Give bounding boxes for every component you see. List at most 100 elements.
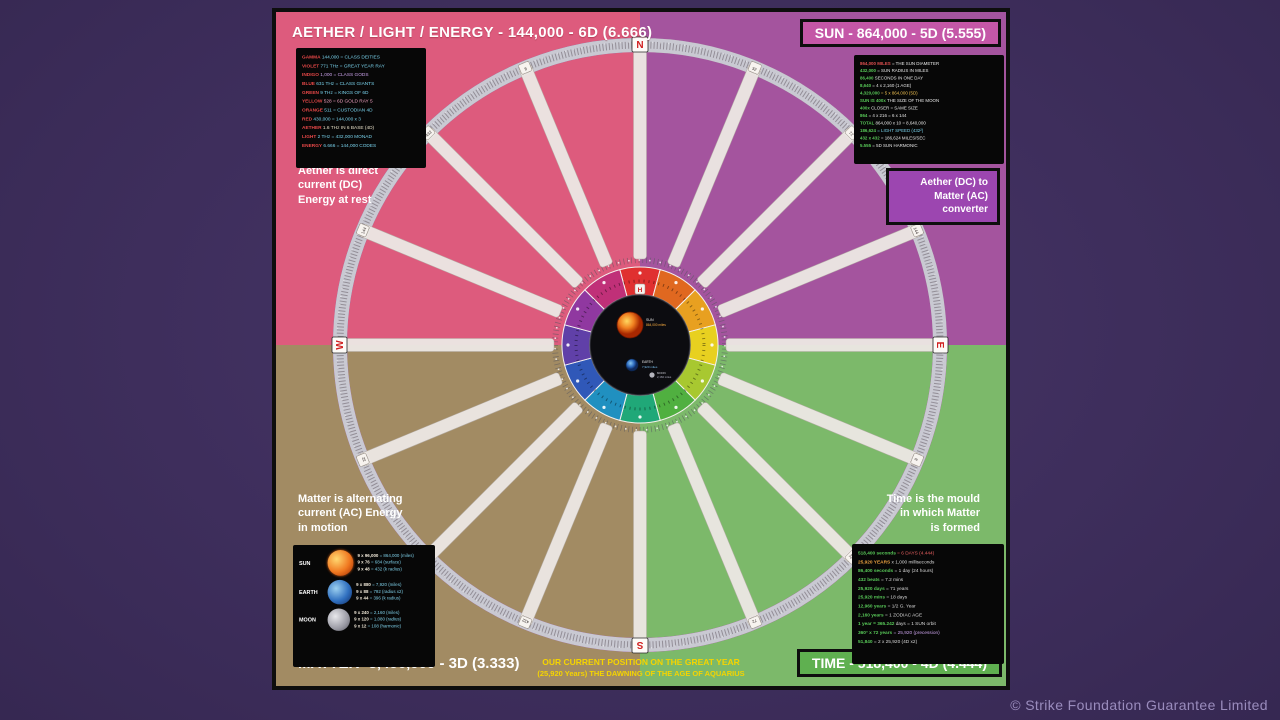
info-line: 864,000 MILES = THE SUN DIAMETER — [860, 61, 940, 67]
info-line: 864 = 4 x 216 = 6 x 144 — [860, 113, 907, 119]
cardinal-letter: S — [636, 639, 643, 650]
info-line: ORANGE 511 = CUSTODIAN 4D — [302, 108, 373, 113]
info-line: 432 x 432 = 186,624 MILES/SEC — [860, 136, 926, 141]
info-line: 1 year = 365.242 days = 1 SUN orbit — [858, 621, 936, 627]
aether-note: Aether is direct current (DC) Energy at … — [298, 165, 379, 206]
cardinal-letter: N — [636, 40, 643, 51]
spoke: 8162432486472961081442162884328641,7288 — [717, 372, 924, 467]
celestial-body-row: SUN 9 x 96,000 = 864,000 (miles)9 x 76 = … — [299, 550, 429, 576]
body-formula-line: 9 x 120 = 1,080 (radius) — [354, 616, 402, 622]
svg-text:72: 72 — [751, 618, 758, 625]
spoke: 8162432486472961081442162884328641,7288 — [518, 61, 613, 268]
info-line: GAMMA 144,000 = CLASS DEITIES — [302, 55, 380, 60]
svg-text:8: 8 — [524, 66, 529, 72]
info-line: 5.555 = 5D SUN HARMONIC — [860, 143, 918, 149]
cardinal-letter: E — [934, 342, 945, 349]
svg-text:8: 8 — [913, 457, 919, 462]
matter-note: Matter is alternating current (AC) Energ… — [298, 493, 403, 534]
spoke: 4328641,72881624324864729610814421628843… — [518, 422, 613, 629]
info-line: 86,400 seconds = 1 day (24 hours) — [858, 568, 934, 574]
time-info-box: 518,400 seconds = 6 DAYS (4.444)25,920 Y… — [852, 544, 1004, 664]
body-name: SUN — [299, 559, 311, 566]
body-formula-line: 9 x 48 = 432 (k radius) — [357, 567, 402, 572]
time-note: Time is the mould in which Matter is for… — [886, 493, 980, 534]
svg-text:EARTH: EARTH — [642, 360, 653, 364]
svg-text:32: 32 — [751, 66, 758, 73]
spoke: 72961081442162884328641,7288162432486472 — [667, 422, 762, 629]
info-line: 25,920 mins = 18 days — [858, 595, 908, 600]
info-line: 2,160 years = 1 ZODIAC AGE — [858, 612, 923, 618]
info-line: 25,920 days = 71 years — [858, 586, 909, 592]
info-line: 432 beats = 7.2 mins — [858, 577, 904, 583]
matter-bodies-box: SUN 9 x 96,000 = 864,000 (miles)9 x 76 = … — [293, 545, 435, 667]
spoke: 961081442162884328641,7288162432486472W — [331, 336, 555, 354]
body-formula-line: 9 x 44 = 396 (k radius) — [356, 596, 401, 601]
info-line: 12,960 years = 1/2 G. Year — [858, 604, 916, 609]
info-line: BLUE 631 THz = CLASS GIANTS — [302, 81, 375, 87]
spoke: 32486472961081442162884328641,7288162432 — [356, 372, 563, 467]
info-line: 51,840 = 2 x 25,920 (4D x2) — [858, 639, 918, 645]
body-formula-line: 9 x 96,000 = 864,000 (miles) — [357, 553, 414, 559]
body-name: EARTH — [299, 589, 318, 596]
great-year-line1: OUR CURRENT POSITION ON THE GREAT YEAR — [542, 656, 740, 667]
info-line: VIOLET 771 THz = GREAT YEAR RAY — [302, 63, 385, 69]
sun-icon — [327, 550, 354, 576]
info-line: 8,640 = 4 x 2,160 (1 AGE) — [860, 83, 912, 89]
body-formula-line: 9 x 880 = 7,920 (miles) — [356, 582, 402, 588]
info-line: RED 430,000 = 144,000 x 3 — [302, 116, 361, 122]
body-formula-line: 9 x 76 = 684 (surface) — [357, 560, 401, 565]
info-line: TOTAL 864,000 x 10 = 8,640,000 — [860, 121, 926, 126]
sun-title-badge: SUN - 864,000 - 5D (5.555) — [799, 19, 1001, 47]
info-line: 186,624 = LIGHT SPEED (432²) — [860, 128, 924, 134]
body-formula-line: 9 x 88 = 792 (radius x2) — [356, 589, 403, 595]
earth-icon — [327, 579, 353, 605]
celestial-body-row: EARTH 9 x 880 = 7,920 (miles)9 x 88 = 792… — [299, 579, 429, 605]
hub-letter: H — [638, 287, 643, 294]
info-line: 432,000 = SUN RADIUS IN MILES — [860, 68, 929, 74]
body-name: MOON — [299, 616, 316, 623]
svg-text:432: 432 — [424, 129, 433, 138]
info-line: LIGHT 2 THz = 432,000 MONAD — [302, 134, 372, 140]
converter-note-badge: Aether (DC) to Matter (AC) converter — [886, 168, 1000, 225]
aether-info-box: GAMMA 144,000 = CLASS DEITIES VIOLET 771 … — [296, 48, 426, 168]
info-line: INDIGO 1,000 = CLASS GODS — [302, 72, 369, 78]
info-line: YELLOW 528 = 6D GOLD RAY 5 — [302, 99, 373, 104]
svg-text:MOON: MOON — [657, 371, 666, 375]
sun-image — [616, 311, 644, 339]
info-line: 360° x 72 years = 25,920 (precession) — [858, 630, 940, 636]
svg-text:32: 32 — [847, 553, 854, 560]
cardinal-letter: W — [335, 340, 346, 350]
great-year-line2: (25,920 Years) THE DAWNING OF THE AGE OF… — [537, 668, 745, 678]
aether-title: AETHER / LIGHT / ENERGY - 144,000 - 6D (… — [292, 24, 653, 41]
spoke: 8641,728816243248647296108144216288432E — [725, 336, 949, 354]
svg-text:144: 144 — [360, 226, 368, 235]
spoke: 1442162884328641,72881624324864729610814… — [356, 223, 563, 318]
celestial-body-row: MOON 9 x 240 = 2,160 (miles)9 x 120 = 1,0… — [299, 608, 429, 631]
svg-text:432: 432 — [521, 617, 530, 625]
info-line: SUN IS 400x THE SIZE OF THE MOON — [860, 98, 940, 104]
svg-text:864,000 miles: 864,000 miles — [646, 323, 666, 327]
info-line: GREEN 9 THz = KINGS OF 6D — [302, 90, 369, 96]
moon-icon — [327, 608, 350, 631]
great-year-caption: OUR CURRENT POSITION ON THE GREAT YEAR (… — [481, 657, 801, 679]
info-line: 4,320,000 = 5 x 864,000 (5D) — [860, 91, 918, 97]
svg-text:72: 72 — [848, 130, 855, 137]
spoke: 1442162884328641,72881624324864729610814… — [717, 223, 924, 318]
body-formula-line: 9 x 240 = 2,160 (miles) — [354, 610, 400, 615]
body-formula-line: 9 x 12 = 108 (harmonic) — [354, 623, 402, 629]
spoke: 32486472961081442162884328641,7288162432 — [667, 61, 762, 268]
info-line: ENERGY 6.666 = 144,000 CODES — [302, 143, 377, 149]
earth-image — [625, 358, 639, 372]
spoke: 162432486472961081442162884328641,7288NH — [631, 36, 649, 295]
info-line: AETHER 1.6 THz IN 6 BASE (4D) — [302, 125, 375, 131]
svg-text:144: 144 — [912, 226, 920, 235]
svg-text:SUN: SUN — [646, 318, 654, 322]
moon-image — [649, 372, 655, 378]
copyright-watermark: © Strike Foundation Guarantee Limited — [1010, 697, 1268, 713]
info-line: 86,400 SECONDS IN ONE DAY — [860, 76, 924, 82]
svg-text:7,920 miles: 7,920 miles — [642, 365, 658, 369]
info-line: 400x CLOSER = SAME SIZE — [860, 106, 918, 111]
info-line: 518,400 seconds = 6 DAYS (4.444) — [858, 551, 935, 556]
